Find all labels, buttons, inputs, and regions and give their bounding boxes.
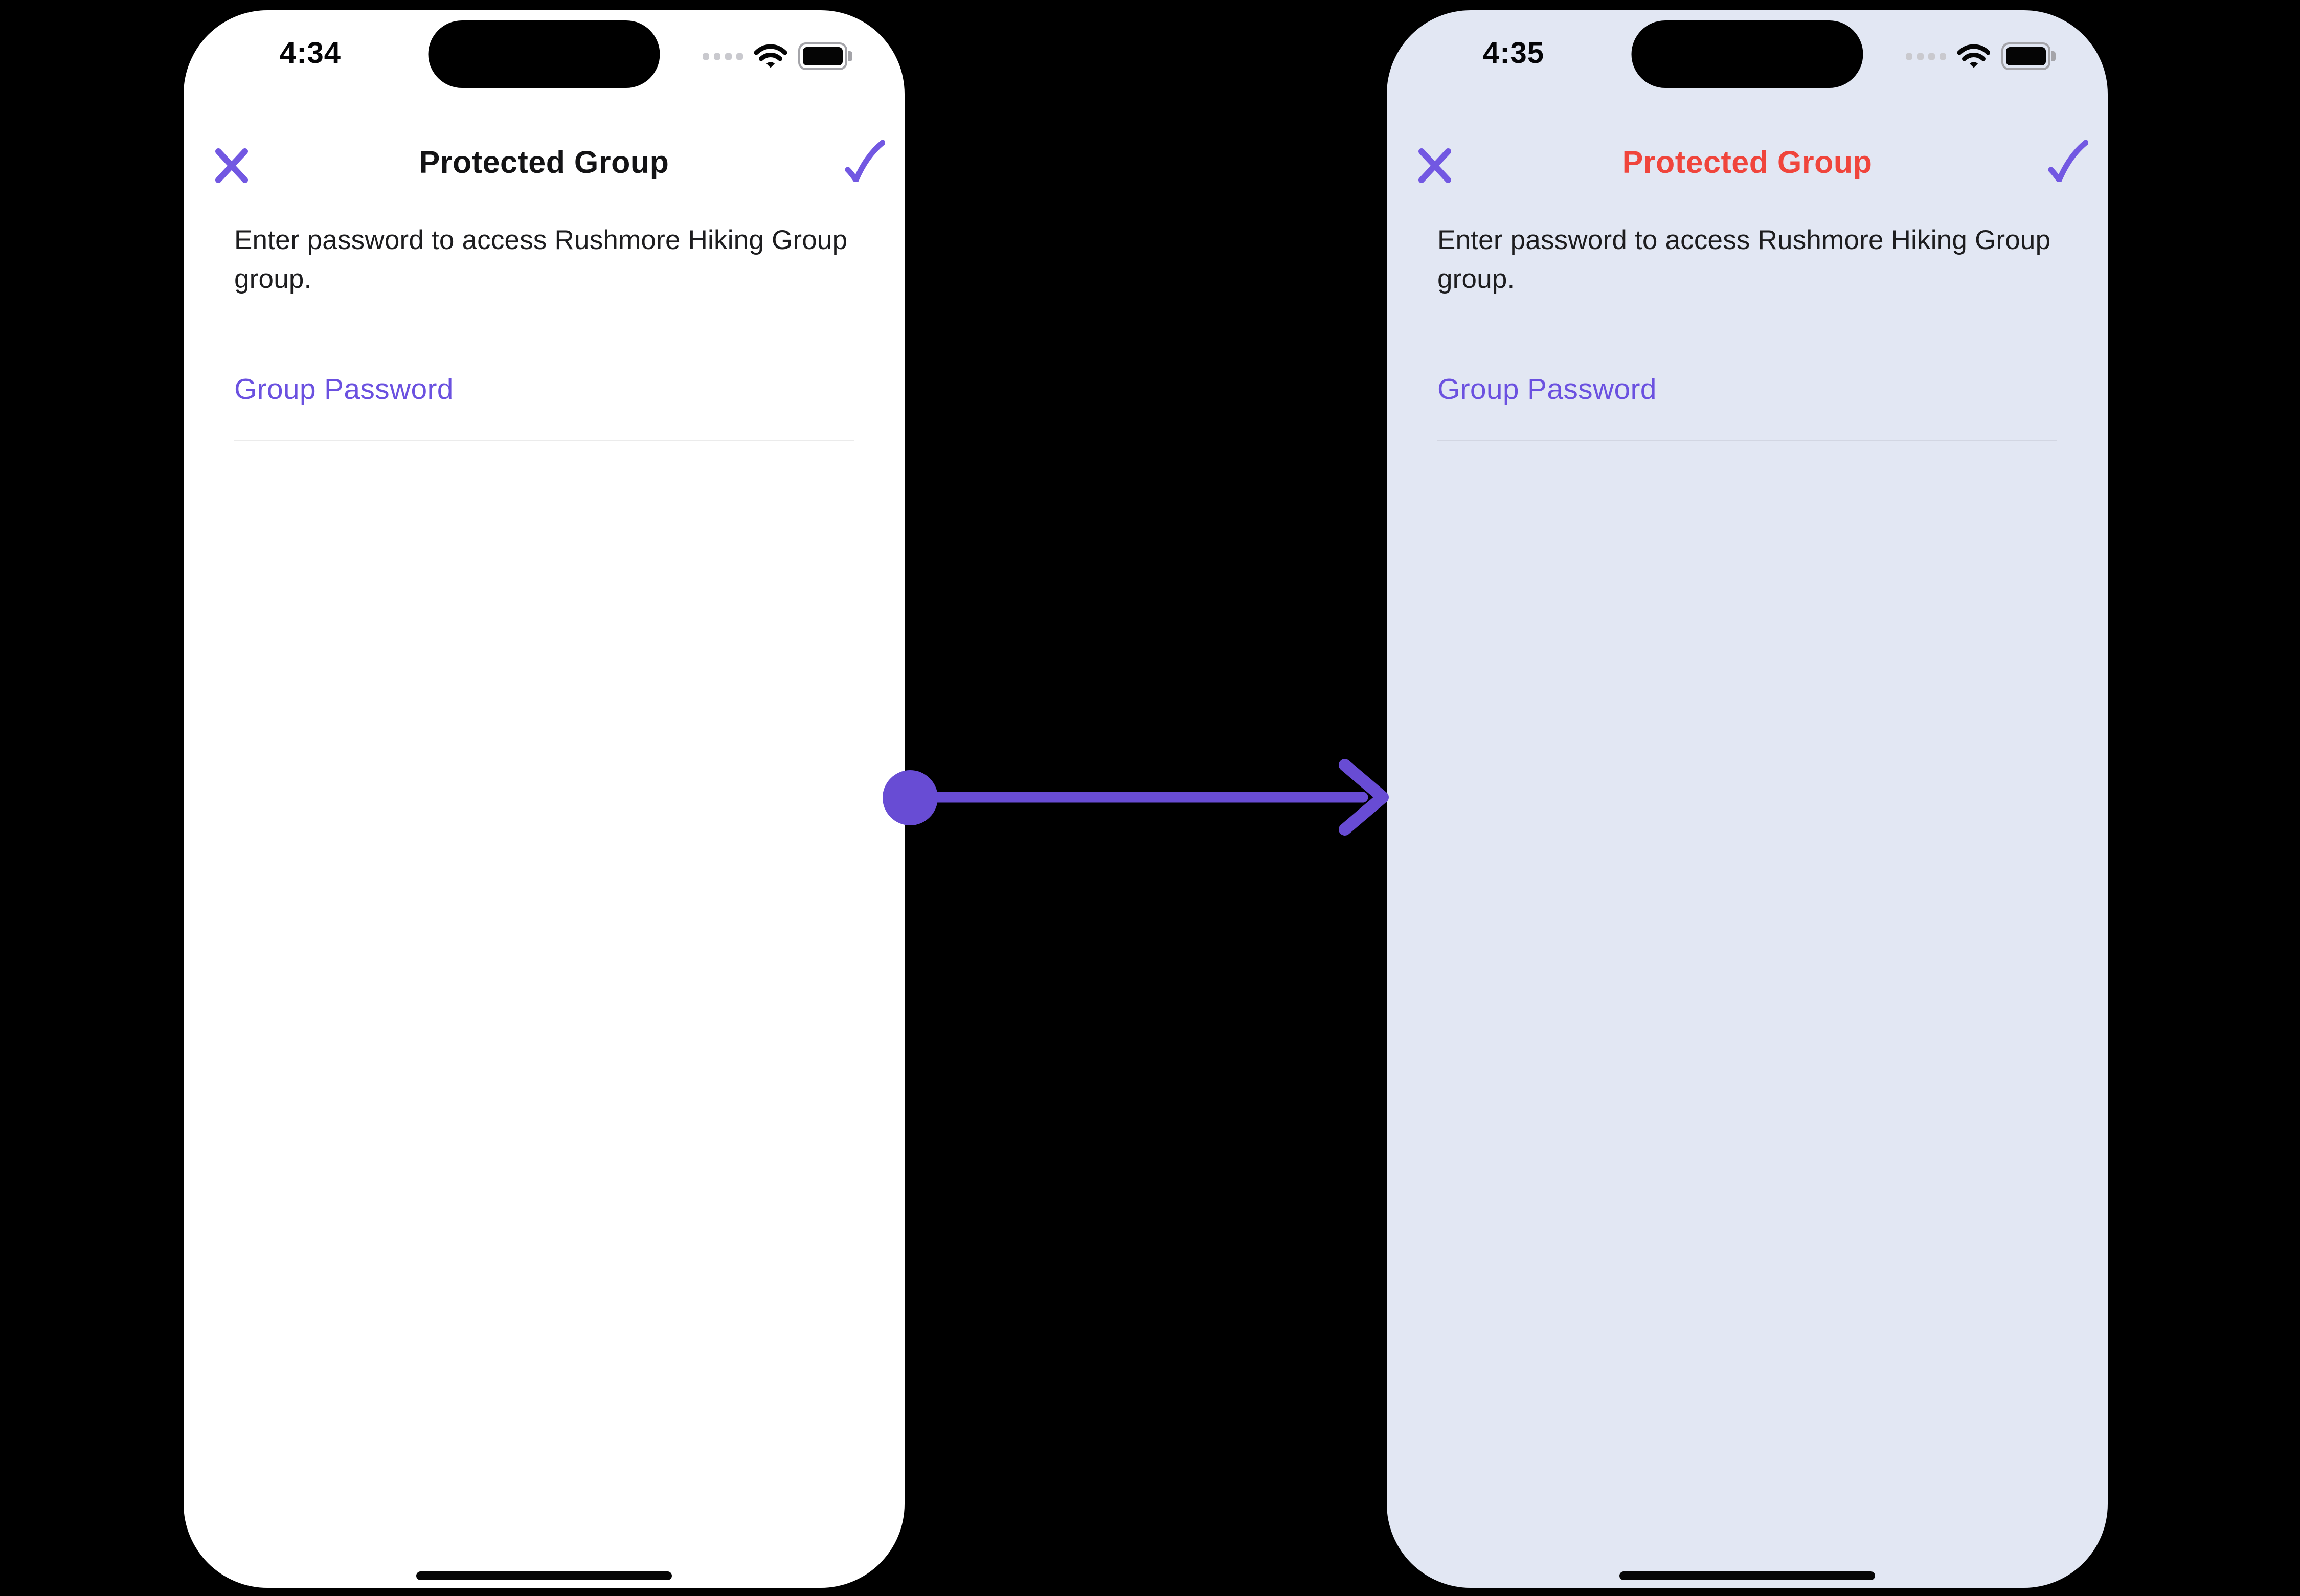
cellular-signal-dots-icon	[1906, 53, 1946, 60]
status-bar-icons	[1906, 41, 2056, 72]
dynamic-island	[428, 20, 660, 88]
phone-after-screen: 4:35 Protected Group Enter password to a…	[1387, 10, 2108, 1588]
password-description: Enter password to access Rushmore Hiking…	[1437, 225, 2051, 294]
group-password-input[interactable]	[1437, 432, 2057, 448]
dynamic-island	[1631, 20, 1863, 88]
password-description: Enter password to access Rushmore Hiking…	[234, 225, 848, 294]
phone-before-screen: 4:34 Protected Group Enter password to a…	[184, 10, 905, 1588]
status-bar-time: 4:35	[1482, 36, 1545, 70]
status-bar-time: 4:34	[279, 36, 342, 70]
page-title: Protected Group	[419, 145, 669, 179]
cellular-signal-dots-icon	[703, 53, 743, 60]
checkmark-icon[interactable]	[2048, 140, 2088, 182]
group-password-label: Group Password	[1437, 373, 1657, 406]
wifi-icon	[1957, 44, 1990, 69]
battery-icon	[2001, 42, 2056, 70]
group-password-input[interactable]	[234, 432, 854, 448]
status-bar-icons	[703, 41, 852, 72]
checkmark-icon[interactable]	[845, 140, 885, 182]
group-password-label: Group Password	[234, 373, 454, 406]
home-indicator[interactable]	[1619, 1571, 1875, 1580]
battery-icon	[798, 42, 852, 70]
home-indicator[interactable]	[416, 1571, 672, 1580]
page-title: Protected Group	[1622, 145, 1873, 179]
close-x-icon[interactable]	[213, 146, 250, 185]
close-x-icon[interactable]	[1416, 146, 1453, 185]
wifi-icon	[754, 44, 787, 69]
